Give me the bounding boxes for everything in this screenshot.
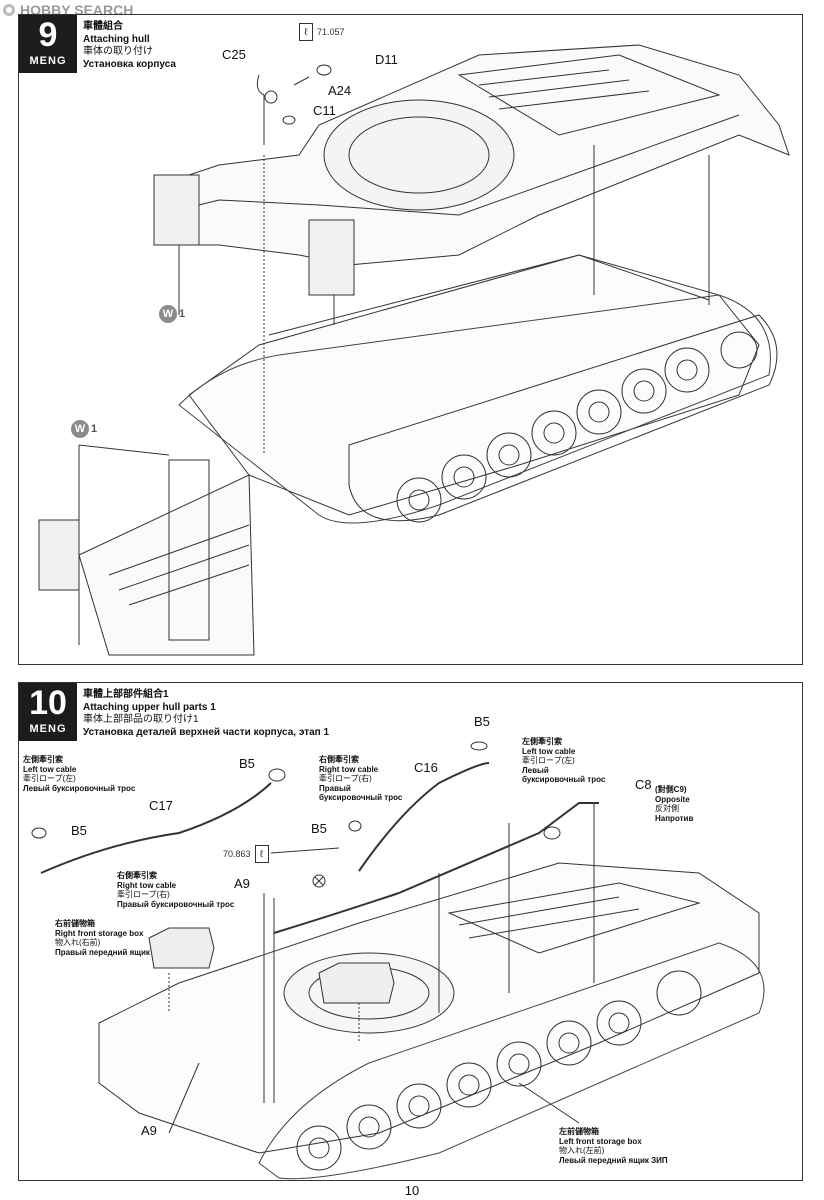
opposite-caption: (對側C9) Opposite 反対側 Напротив <box>655 785 693 823</box>
caption-cn: 左側牽引索 <box>23 755 63 764</box>
caption-jp: 反対側 <box>655 804 679 813</box>
step-9-brand-logo: MENG <box>29 55 67 67</box>
step-10-titles: 車體上部部件組合1 Attaching upper hull parts 1 車… <box>83 689 329 739</box>
caption-cn: 左前儲物箱 <box>559 1127 599 1136</box>
step-9-title-jp: 車体の取り付け <box>83 46 153 57</box>
caption-en: Right tow cable <box>117 880 177 890</box>
label-c16: C16 <box>414 760 438 775</box>
page-number: 10 <box>404 1183 420 1198</box>
label-a9: A9 <box>141 1123 157 1138</box>
step-9-titles: 車體組合 Attaching hull 車体の取り付け Установка ко… <box>83 21 176 71</box>
step-10-hull-drawing <box>31 741 765 1180</box>
right-front-box-caption: 右前儲物箱 Right front storage box 物入れ(右前) Пр… <box>55 919 169 957</box>
caption-ru: Левый передний ящик ЗИП <box>559 1155 668 1165</box>
step-10-title-en: Attaching upper hull parts 1 <box>83 701 216 713</box>
photo-etch-w-icon: W <box>71 420 89 438</box>
left-front-box-caption: 左前儲物箱 Left front storage box 物入れ(左前) Лев… <box>559 1127 668 1165</box>
step-9-sprue-number: 71.057 <box>317 27 345 37</box>
label-a9: A9 <box>234 876 250 891</box>
right-tow-cable-caption-lower: 右側牽引索 Right tow cable 牽引ロープ(右) Правый бу… <box>117 871 234 909</box>
caption-jp: 牽引ロープ(左) <box>522 756 575 765</box>
caption-ru: Правый передний ящик ЗИП <box>55 947 169 957</box>
step-9-hull-drawing <box>38 44 790 656</box>
caption-en: Left front storage box <box>559 1136 642 1146</box>
hobby-knife-icon: ℓ <box>299 23 313 41</box>
caption-cn: (對側C9) <box>655 785 687 794</box>
step-9-badge: 9 MENG <box>19 15 77 73</box>
step-10-title-cn: 車體上部部件組合1 <box>83 689 169 700</box>
caption-ru: Левый <box>522 765 549 775</box>
step-10-sprue-number: 70.863 <box>223 849 251 859</box>
label-c8: C8 <box>635 777 652 792</box>
label-c25: C25 <box>222 47 246 62</box>
caption-ru: Напротив <box>655 813 694 823</box>
caption-cn: 左側牽引索 <box>522 737 562 746</box>
step-10-number: 10 <box>29 684 67 722</box>
w1-count: 1 <box>179 308 186 320</box>
no-glue-icon <box>312 874 326 888</box>
photo-etch-w1-top: W 1 <box>159 305 185 323</box>
step-9-title-cn: 車體組合 <box>83 21 123 32</box>
step-10-title-ru: Установка деталей верхней части корпуса,… <box>83 726 330 738</box>
caption-jp: 物入れ(右前) <box>55 938 101 947</box>
caption-jp: 牽引ロープ(右) <box>319 774 372 783</box>
label-c11: C11 <box>313 103 336 118</box>
caption-en: Left tow cable <box>522 746 576 756</box>
caption-ru-2: буксировочный трос <box>522 775 606 784</box>
w1-count: 1 <box>91 423 98 435</box>
step-10-title-jp: 車体上部部品の取り付け1 <box>83 714 199 725</box>
label-b5: B5 <box>474 714 490 729</box>
step-9-title-en: Attaching hull <box>83 33 150 45</box>
caption-cn: 右前儲物箱 <box>55 919 95 928</box>
photo-etch-w-icon: W <box>159 305 177 323</box>
caption-en: Left tow cable <box>23 764 77 774</box>
caption-ru: Правый <box>319 783 351 793</box>
caption-ru: Левый буксировочный трос <box>23 783 136 793</box>
right-tow-cable-caption: 右側牽引索 Right tow cable 牽引ロープ(右) Правый бу… <box>319 755 402 803</box>
step-10-brand-logo: MENG <box>29 723 67 735</box>
caption-jp: 牽引ロープ(右) <box>117 890 170 899</box>
caption-en: Right tow cable <box>319 764 379 774</box>
step-9-panel: 9 MENG 車體組合 Attaching hull 車体の取り付け Устан… <box>18 14 803 665</box>
label-b5: B5 <box>71 823 87 838</box>
step-10-panel: 10 MENG 車體上部部件組合1 Attaching upper hull p… <box>18 682 803 1181</box>
caption-ru-2: буксировочный трос <box>319 793 403 802</box>
caption-en: Right front storage box <box>55 928 144 938</box>
label-b5: B5 <box>311 821 327 836</box>
hobby-knife-icon: ℓ <box>254 845 269 863</box>
label-d11: D11 <box>375 52 398 67</box>
caption-jp: 物入れ(左前) <box>559 1146 605 1155</box>
caption-en: Opposite <box>655 794 690 804</box>
label-b5: B5 <box>239 756 255 771</box>
photo-etch-w1-bottom: W 1 <box>71 420 97 438</box>
caption-cn: 右側牽引索 <box>319 755 359 764</box>
left-tow-cable-caption-right: 左側牽引索 Left tow cable 牽引ロープ(左) Левый букс… <box>522 737 605 785</box>
label-c17: C17 <box>149 798 173 813</box>
step-9-number: 9 <box>38 16 58 54</box>
label-a24: A24 <box>328 83 352 98</box>
hobby-search-logo-icon <box>3 4 15 16</box>
left-tow-cable-caption: 左側牽引索 Left tow cable 牽引ロープ(左) Левый букс… <box>23 755 135 793</box>
caption-cn: 右側牽引索 <box>117 871 157 880</box>
step-10-sprue-ref: 70.863 ℓ <box>223 845 269 863</box>
step-9-sprue-ref: ℓ 71.057 <box>299 23 345 41</box>
caption-jp: 牽引ロープ(左) <box>23 774 76 783</box>
step-10-badge: 10 MENG <box>19 683 77 741</box>
caption-ru: Правый буксировочный трос <box>117 899 235 909</box>
step-9-title-ru: Установка корпуса <box>83 58 176 70</box>
